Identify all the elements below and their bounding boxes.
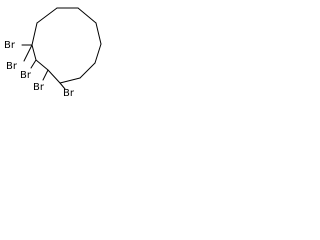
ring-bond: [95, 22, 102, 45]
bromine-label: Br: [4, 40, 16, 51]
c-br-bond: [30, 59, 37, 69]
cyclododecane-structure: Br Br Br Br Br: [4, 7, 102, 99]
bromine-label: Br: [33, 82, 45, 93]
substituent-bonds: [21, 44, 66, 90]
ring-bond: [31, 22, 38, 46]
ring-bond: [35, 59, 49, 71]
atom-labels: Br Br Br Br Br: [4, 40, 75, 99]
c-br-bond: [42, 69, 49, 81]
ring-bond: [36, 7, 58, 24]
ring-bond: [79, 62, 96, 79]
c-br-bond: [23, 44, 33, 62]
ring-bond: [47, 69, 61, 84]
ring-bond: [59, 77, 81, 84]
bromine-label: Br: [63, 88, 75, 99]
ring-bonds: [31, 7, 102, 84]
ring-bond: [77, 7, 97, 24]
c-br-bond: [59, 82, 66, 90]
bromine-label: Br: [20, 70, 32, 81]
bromine-label: Br: [6, 61, 18, 72]
ring-bond: [31, 44, 37, 61]
ring-bond: [94, 43, 102, 64]
